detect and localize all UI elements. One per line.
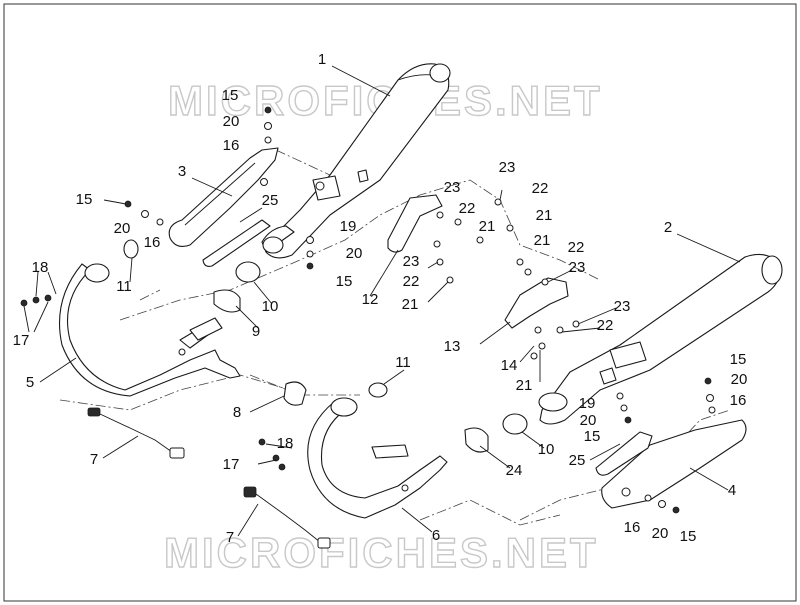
muffler-lower [538, 253, 783, 425]
callout-c10b: 10 [538, 441, 555, 458]
page-frame [3, 3, 797, 602]
callout-c20c: 20 [346, 245, 363, 262]
callout-c9: 9 [252, 323, 260, 340]
heat-shield-upper [168, 147, 279, 247]
callout-c15a: 15 [222, 87, 239, 104]
sleeve-10-upper [235, 261, 261, 283]
callout-c22b: 22 [459, 200, 476, 217]
callout-c23a: 23 [499, 159, 516, 176]
callout-c8: 8 [233, 404, 241, 421]
callout-c25b: 25 [569, 452, 586, 469]
callout-c22e: 22 [597, 317, 614, 334]
callout-c4: 4 [728, 482, 736, 499]
bracket-12 [387, 194, 443, 253]
callout-c21b: 21 [536, 207, 553, 224]
callout-c22a: 22 [532, 180, 549, 197]
callout-c18a: 18 [32, 259, 49, 276]
callout-c20d: 20 [580, 412, 597, 429]
callout-c19b: 19 [579, 395, 596, 412]
watermark-bottom: MICROFICHES.NET [164, 529, 599, 576]
callout-c12: 12 [362, 291, 379, 308]
clamp-9 [213, 289, 241, 313]
callout-c7a: 7 [90, 451, 98, 468]
callout-c20a: 20 [223, 113, 240, 130]
callout-c16b: 16 [144, 234, 161, 251]
hardware-set [20, 106, 716, 514]
assembly-lines [59, 149, 731, 526]
callout-c22d: 22 [403, 273, 420, 290]
callout-c17a: 17 [13, 332, 30, 349]
callout-c19a: 19 [340, 218, 357, 235]
leader-lines [23, 65, 741, 537]
callout-c7b: 7 [226, 529, 234, 546]
callout-c23d: 23 [569, 259, 586, 276]
callout-c15b: 15 [76, 191, 93, 208]
callout-c11b: 11 [395, 354, 411, 371]
clamp-24 [464, 427, 489, 453]
callout-c22c: 22 [568, 239, 585, 256]
gasket-11-left [123, 239, 139, 259]
callout-c16a: 16 [223, 137, 240, 154]
callout-c3: 3 [178, 163, 186, 180]
callout-c2: 2 [664, 219, 672, 236]
bracket-13 [504, 277, 569, 329]
callout-c21e: 21 [516, 377, 533, 394]
callout-c15c: 15 [336, 273, 353, 290]
heat-shield-lower [601, 419, 747, 509]
callout-c23b: 23 [444, 179, 461, 196]
callout-c15e: 15 [730, 351, 747, 368]
callout-c16d: 16 [624, 519, 641, 536]
callout-c20e: 20 [731, 371, 748, 388]
callout-c23e: 23 [614, 298, 631, 315]
shield-strip-lower [595, 431, 653, 476]
callout-c18b: 18 [277, 435, 294, 452]
callout-c13: 13 [444, 338, 461, 355]
o2-sensor-right [243, 486, 331, 549]
callout-labels: 1234567789101011111213141515151515151616… [13, 51, 748, 546]
callout-c24: 24 [506, 462, 523, 479]
callout-c1: 1 [318, 51, 326, 68]
muffler-upper [261, 63, 451, 259]
callout-c5: 5 [26, 374, 34, 391]
header-pipe-left [59, 263, 241, 397]
clamp-8 [283, 381, 307, 406]
callout-c6: 6 [432, 527, 440, 544]
callout-c20b: 20 [114, 220, 131, 237]
callout-c16c: 16 [730, 392, 747, 409]
callout-c21d: 21 [402, 296, 419, 313]
header-pipe-right [307, 397, 448, 519]
callout-c21a: 21 [479, 218, 496, 235]
callout-c10a: 10 [262, 298, 279, 315]
shield-strip-upper [202, 219, 271, 267]
callout-c23c: 23 [403, 253, 420, 270]
callout-c15f: 15 [680, 528, 697, 545]
callout-c20f: 20 [652, 525, 669, 542]
gasket-11-right [368, 382, 388, 398]
callout-c15d: 15 [584, 428, 601, 445]
callout-c17b: 17 [223, 456, 240, 473]
callout-c25a: 25 [262, 192, 279, 209]
o2-sensor-left [87, 407, 185, 459]
callout-c21c: 21 [534, 232, 551, 249]
sleeve-10-lower [502, 413, 528, 435]
callout-c11a: 11 [116, 278, 132, 295]
callout-c14: 14 [501, 357, 518, 374]
